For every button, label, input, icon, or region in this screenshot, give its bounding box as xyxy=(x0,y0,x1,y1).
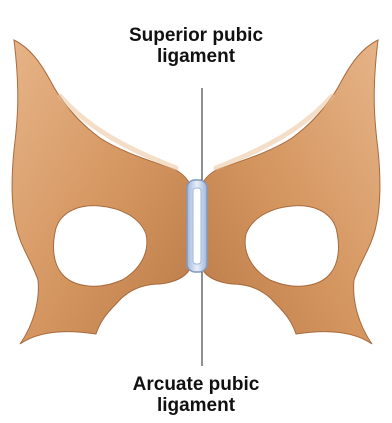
superior-label-line1: Superior pubic xyxy=(0,25,392,46)
symphysis-disc xyxy=(193,188,201,264)
arcuate-pubic-ligament-label: Arcuate pubic ligament xyxy=(0,374,392,416)
right-pubic-bone xyxy=(200,40,380,344)
left-pubic-bone xyxy=(12,40,192,344)
superior-pubic-ligament-label: Superior pubic ligament xyxy=(0,25,392,67)
arcuate-label-line1: Arcuate pubic xyxy=(0,374,392,395)
superior-label-line2: ligament xyxy=(0,46,392,67)
arcuate-label-line2: ligament xyxy=(0,395,392,416)
